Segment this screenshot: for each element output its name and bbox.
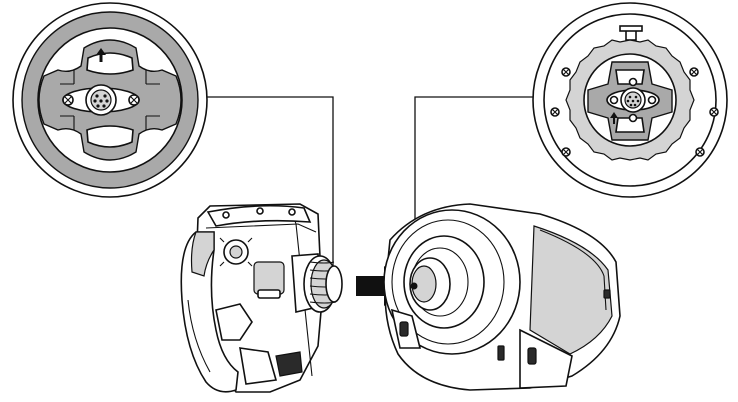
- base-mount-detail: [532, 2, 728, 198]
- screw-icon: [609, 77, 657, 123]
- callout-line-wheel: [200, 96, 334, 290]
- screw-icon: [62, 94, 140, 106]
- connector-icon: [93, 94, 109, 108]
- screw-icon: [550, 67, 719, 157]
- connector-icon: [626, 95, 640, 107]
- wheel-hub-detail: [12, 2, 208, 198]
- wheel-base: [383, 203, 621, 391]
- up-arrow-icon: [96, 48, 106, 62]
- wheel-rim: [180, 203, 343, 393]
- up-arrow-icon: [610, 112, 618, 124]
